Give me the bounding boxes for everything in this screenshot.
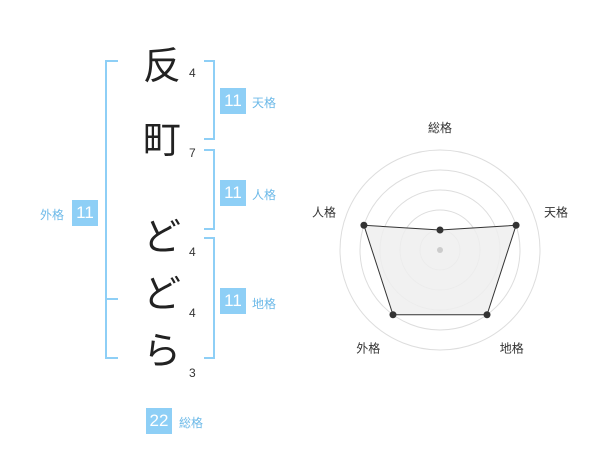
jinkaku-bracket [204,149,215,230]
radar-point-1 [436,226,444,234]
stroke-count-3: 4 [189,245,196,259]
radar-point-5 [360,221,368,229]
radar-axis-label-1: 総格 [428,120,452,135]
radar-axis-label-4: 外格 [356,341,380,356]
radar-grid-ring [359,169,521,331]
name-char-4: ど [142,272,181,316]
radar-point-2 [512,221,520,229]
gaikaku-bracket [105,60,118,359]
gaikaku-label: 外格 [40,208,65,222]
name-char-3: ど [142,215,181,259]
name-char-5: ら [142,329,181,373]
gaikaku-badge: 11 [72,200,98,226]
radar-axis-label-3: 地格 [500,341,524,356]
name-char-2: 町 [142,118,181,162]
chikaku-badge: 11 [220,288,246,314]
tenkaku-badge: 11 [220,88,246,114]
radar-center-dot [437,247,443,253]
radar-point-4 [389,311,397,319]
soukaku-label: 総格 [179,416,204,430]
radar-value-polygon [363,224,517,316]
stroke-count-2: 7 [189,146,196,160]
tenkaku-label: 天格 [252,96,277,110]
stroke-count-1: 4 [189,66,196,80]
radar-point-3 [483,311,491,319]
stroke-count-4: 4 [189,306,196,320]
jinkaku-label: 人格 [252,188,277,202]
name-char-1: 反 [142,44,181,88]
soukaku-badge: 22 [146,408,172,434]
jinkaku-badge: 11 [220,180,246,206]
chikaku-label: 地格 [252,297,277,311]
radar-axis-label-5: 人格 [312,204,336,219]
radar-grid-ring [339,149,541,351]
stroke-count-5: 3 [189,366,196,380]
chikaku-bracket [204,237,215,359]
tenkaku-bracket [204,60,215,140]
radar-axis-label-2: 天格 [544,204,568,219]
